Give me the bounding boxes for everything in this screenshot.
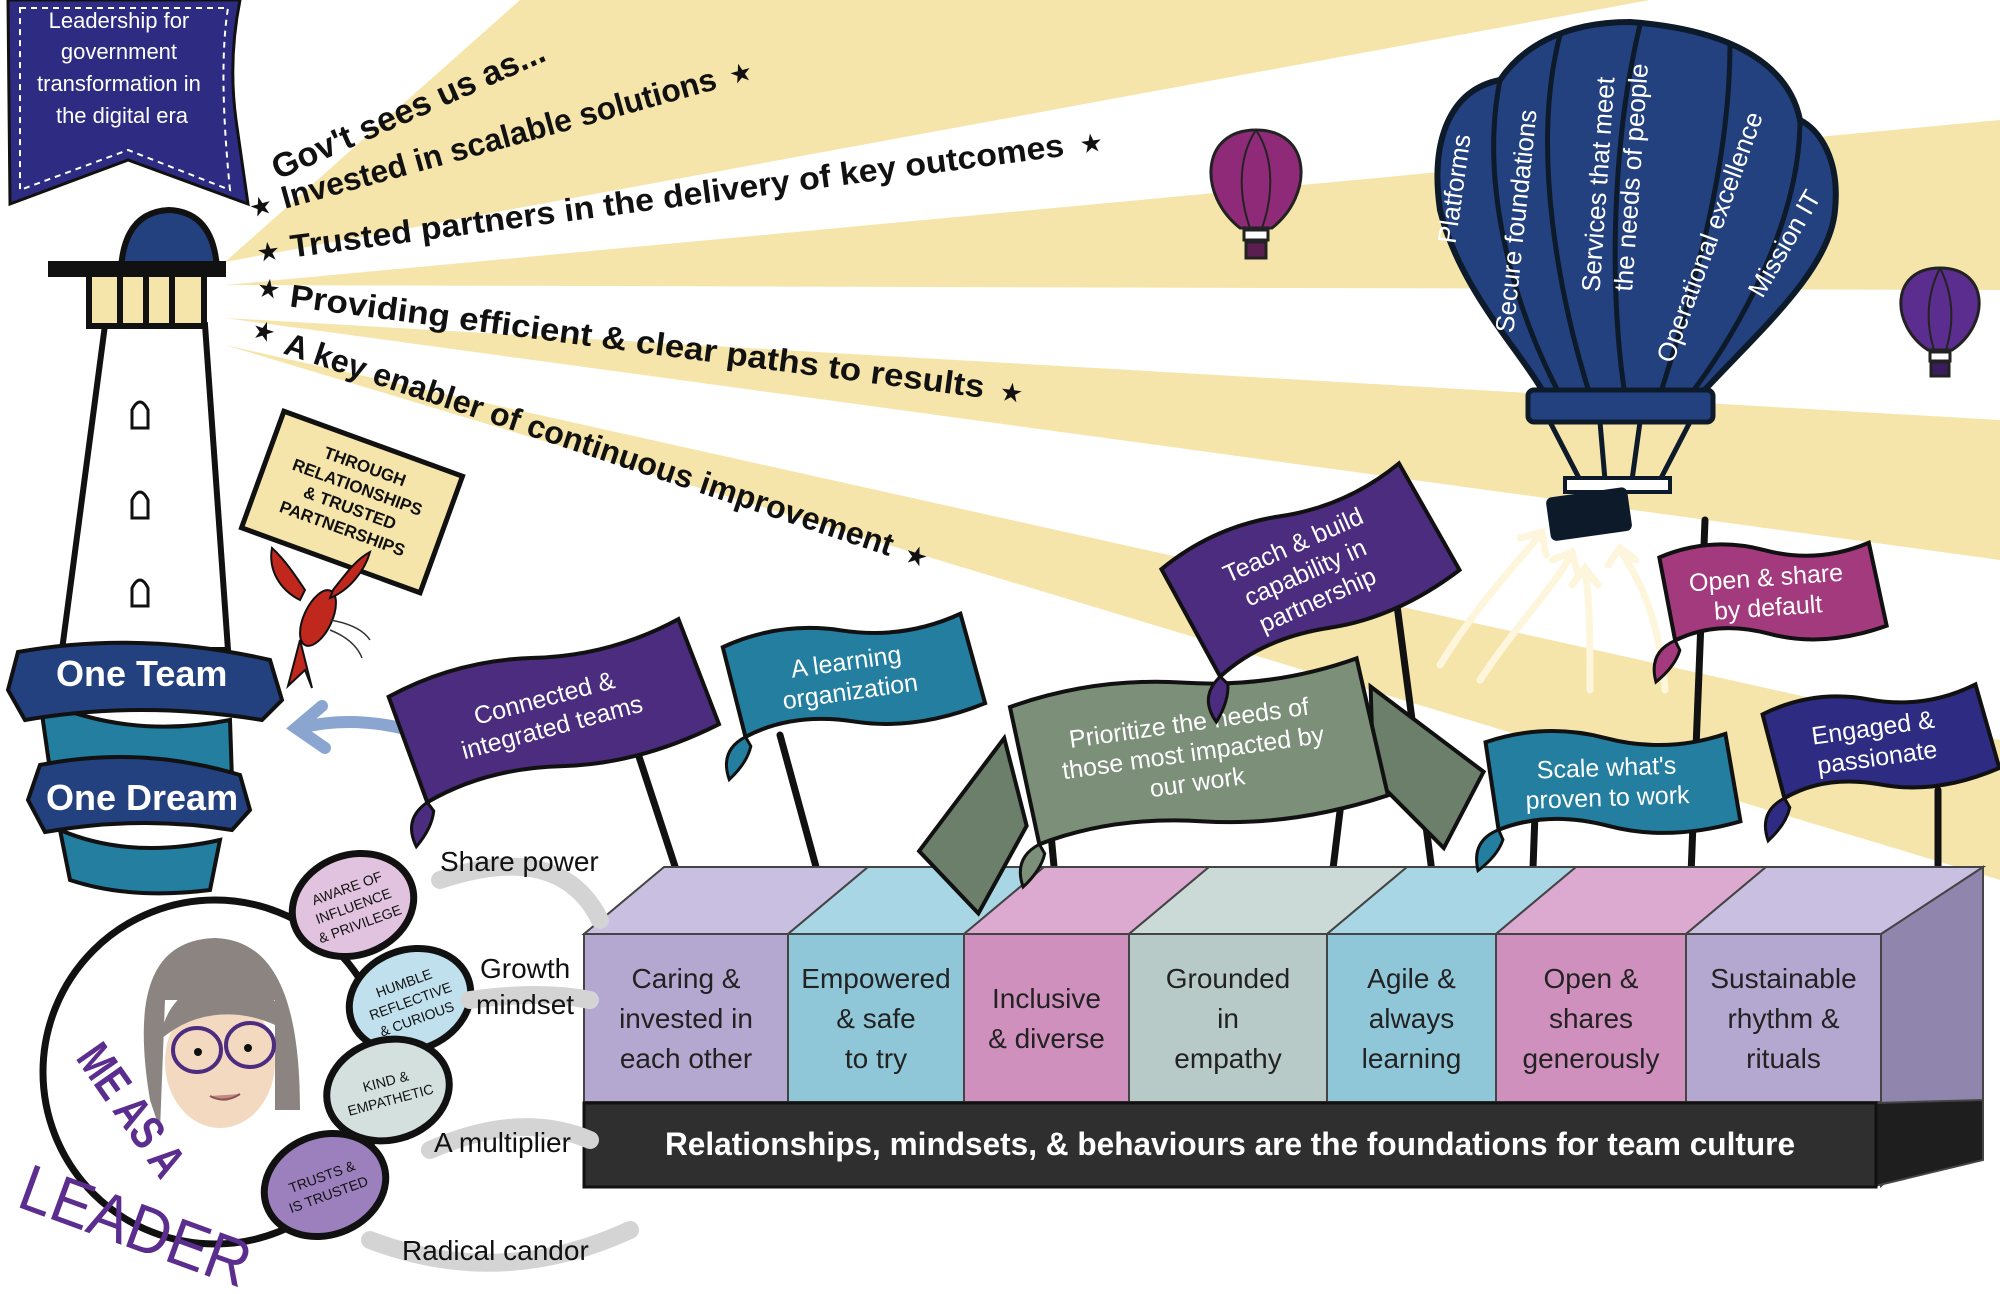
trait-bubble: TRUSTS &IS TRUSTED [260, 1129, 390, 1241]
block-label: rituals [1746, 1043, 1821, 1074]
block-label: Empowered [801, 963, 950, 994]
one-team-one-dream-ribbon: One Team One Dream [5, 640, 285, 896]
block-label: learning [1362, 1043, 1462, 1074]
block-label: Inclusive [992, 983, 1101, 1014]
title-banner: Leadership for government transformation… [6, 0, 250, 207]
block-label: generously [1523, 1043, 1660, 1074]
arrow-left-icon [286, 700, 416, 754]
trait-bubble: KIND &EMPATHETIC [323, 1035, 453, 1145]
foundation-text: Relationships, mindsets, & behaviours ar… [665, 1126, 1795, 1162]
puzzle-block [581, 865, 1987, 1189]
block-face [1685, 933, 1882, 1103]
action-arrows [361, 857, 639, 1272]
culture-block: Grounded in empathy [1128, 933, 1328, 1103]
action-label: A multiplier [434, 1127, 571, 1158]
block-label: Open & [1544, 963, 1639, 994]
block-face [787, 933, 965, 1103]
small-balloon-purple-icon [1899, 266, 1981, 378]
culture-block: Sustainable rhythm & rituals [1685, 933, 1882, 1103]
banner-line: the digital era [56, 103, 189, 128]
flag-label: proven to work [1525, 781, 1690, 815]
block-label: always [1369, 1003, 1455, 1034]
avatar [143, 938, 300, 1130]
flag-label: Scale what's [1536, 752, 1676, 785]
action-label: Growth [480, 953, 570, 984]
banner-line: transformation in [37, 71, 201, 96]
block-label: each other [620, 1043, 752, 1074]
culture-blocks: Caring & invested in each other Empowered & … [583, 933, 1882, 1103]
action-label: mindset [476, 989, 574, 1020]
block-face [1128, 933, 1328, 1103]
block-label: empathy [1174, 1043, 1281, 1074]
culture-block: Open & shares generously [1495, 933, 1687, 1103]
banner-line: Leadership for [49, 8, 190, 33]
block-label: to try [845, 1043, 907, 1074]
culture-block: Empowered & safe to try [787, 933, 965, 1103]
svg-text:Leadership for governmen: Leadership for government transformation… [37, 8, 207, 128]
small-balloon-magenta-icon [1209, 128, 1303, 260]
star-icon: ★ [246, 189, 276, 224]
star-icon: ★ [248, 313, 280, 349]
star-icon: ★ [255, 272, 282, 305]
block-face [963, 933, 1130, 1103]
block-label: rhythm & [1727, 1003, 1839, 1034]
flag: Engaged &passionate [1760, 681, 2000, 844]
block-label: & diverse [988, 1023, 1105, 1054]
action-label: Share power [440, 846, 599, 877]
culture-block: Agile & always learning [1326, 933, 1497, 1103]
block-label: Sustainable [1710, 963, 1856, 994]
star-icon: ★ [1078, 127, 1105, 160]
block-label: in [1217, 1003, 1239, 1034]
block-label: & safe [836, 1003, 915, 1034]
lobster-icon [270, 546, 372, 690]
star-icon: ★ [998, 376, 1025, 409]
banner-line: government [61, 39, 177, 64]
block-face [1495, 933, 1687, 1103]
block-label: invested in [619, 1003, 753, 1034]
culture-block: Inclusive & diverse [963, 933, 1130, 1103]
block-label: Agile & [1367, 963, 1456, 994]
block-label: shares [1549, 1003, 1633, 1034]
culture-block: Caring & invested in each other [583, 933, 789, 1103]
ribbon-label-one-team: One Team [56, 653, 227, 694]
foundation-bar: Relationships, mindsets, & behaviours ar… [582, 1101, 1878, 1189]
flag: Connected &integrated teams [386, 616, 722, 850]
star-icon: ★ [255, 235, 282, 268]
block-face [583, 933, 789, 1103]
partnership-sign: THROUGH RELATIONSHIPS & TRUSTED PARTNERS… [238, 408, 466, 596]
action-label: Radical candor [402, 1235, 589, 1266]
block-label: Grounded [1166, 963, 1291, 994]
hot-air-balloon: Platforms Secure foundations Services th… [1432, 18, 1839, 541]
ribbon-label-one-dream: One Dream [46, 777, 238, 818]
ray [225, 0, 1650, 262]
block-label: Caring & [632, 963, 741, 994]
lighthouse [48, 206, 232, 653]
